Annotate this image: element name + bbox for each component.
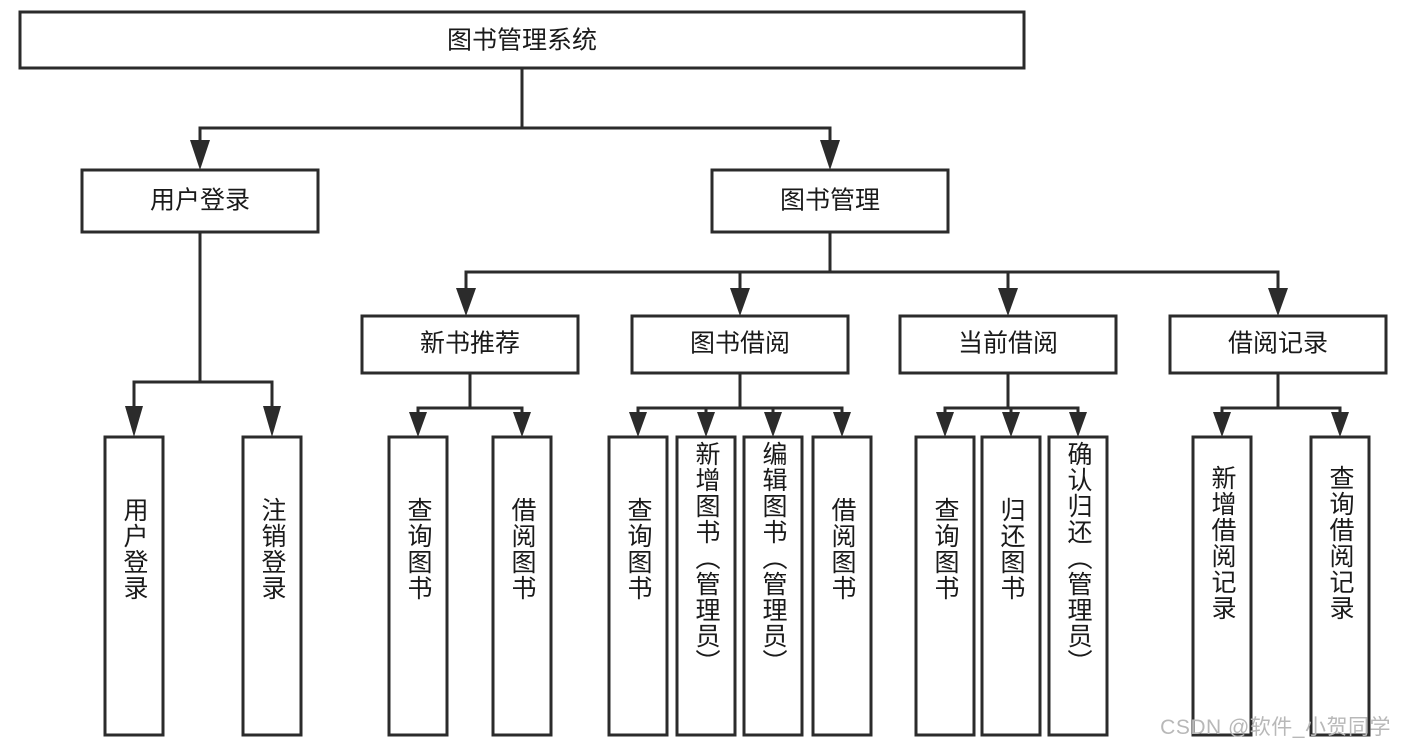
connector-group-new-book-to-leaves xyxy=(409,371,531,437)
connector-group-borrow-records-to-leaves xyxy=(1213,371,1349,437)
arrow-head-leaf-current-borrow-1 xyxy=(936,412,954,437)
leaf-label-book-borrow-1: 查询图书 xyxy=(624,497,652,601)
leaf-label-current-borrow-2: 归还图书 xyxy=(997,497,1025,601)
leaf-box-book-borrow-3[interactable] xyxy=(742,435,804,737)
node-book-borrow[interactable]: 图书借阅 xyxy=(630,314,850,375)
leaf-boxes-current-borrow xyxy=(914,435,1109,737)
arrow-head-leaf-book-borrow-3 xyxy=(764,412,782,437)
leaf-box-borrow-records-1[interactable] xyxy=(1191,435,1253,737)
node-root-box[interactable] xyxy=(18,10,1026,70)
arrow-head-leaf-current-borrow-2 xyxy=(1002,412,1020,437)
arrow-head-leaf-current-borrow-3 xyxy=(1069,412,1087,437)
leaf-box-borrow-records-2[interactable] xyxy=(1309,435,1371,737)
node-borrow-records-label: 借阅记录 xyxy=(1228,330,1328,358)
node-book-management-box[interactable] xyxy=(710,168,950,234)
leaf-box-current-borrow-1[interactable] xyxy=(914,435,976,737)
leaf-box-user-login-1[interactable] xyxy=(103,435,165,737)
leaf-boxes-book-borrow xyxy=(607,435,873,737)
node-new-book-recommend[interactable]: 新书推荐 xyxy=(360,314,580,375)
arrow-head-leaf-new-book-1 xyxy=(409,412,427,437)
leaf-boxes-borrow-records xyxy=(1191,435,1371,737)
arrow-head-leaf-book-borrow-2 xyxy=(697,412,715,437)
leaf-label-user-login-1: 用户登录 xyxy=(120,497,148,601)
node-root[interactable]: 图书管理系统 xyxy=(18,10,1026,70)
connector-group-user-login-to-leaves xyxy=(125,230,281,437)
leaf-label-user-login-1-wrap: 用户登录 xyxy=(105,437,163,735)
node-current-borrow[interactable]: 当前借阅 xyxy=(898,314,1118,375)
leaf-label-current-borrow-3-wrap: 确认归还（管理员） xyxy=(1049,437,1107,735)
leaf-boxes-user-login xyxy=(103,435,303,737)
leaf-label-borrow-records-2: 查询借阅记录 xyxy=(1326,465,1354,621)
arrow-head-leaf-book-borrow-1 xyxy=(629,412,647,437)
leaf-label-user-login-2-wrap: 注销登录 xyxy=(243,437,301,735)
leaf-label-book-borrow-3-wrap: 编辑图书（管理员） xyxy=(744,437,802,735)
leaf-label-book-borrow-4: 借阅图书 xyxy=(828,497,856,601)
node-user-login-box[interactable] xyxy=(80,168,320,234)
leaf-label-new-book-2-wrap: 借阅图书 xyxy=(493,437,551,735)
leaf-label-borrow-records-1: 新增借阅记录 xyxy=(1208,465,1236,621)
connector-group-root-to-level1 xyxy=(190,66,840,170)
node-new-book-recommend-box[interactable] xyxy=(360,314,580,375)
leaf-box-book-borrow-4[interactable] xyxy=(811,435,873,737)
leaf-label-new-book-2: 借阅图书 xyxy=(508,497,536,601)
connector-group-book-borrow-to-leaves xyxy=(629,371,851,437)
csdn-watermark: CSDN @软件_小贺同学 xyxy=(1160,716,1391,739)
node-user-login-label: 用户登录 xyxy=(150,187,250,215)
leaf-box-book-borrow-2[interactable] xyxy=(675,435,737,737)
leaf-label-current-borrow-1-wrap: 查询图书 xyxy=(916,437,974,735)
leaf-label-book-borrow-2: 新增图书（管理员） xyxy=(692,441,720,675)
leaf-label-book-borrow-4-wrap: 借阅图书 xyxy=(813,437,871,735)
node-book-borrow-label: 图书借阅 xyxy=(690,330,790,358)
leaf-boxes-new-book-recommend xyxy=(387,435,553,737)
connector-group-current-borrow-to-leaves xyxy=(936,371,1087,437)
leaf-label-borrow-records-1-wrap: 新增借阅记录 xyxy=(1193,437,1251,735)
arrow-head-leaf-new-book-2 xyxy=(513,412,531,437)
arrow-head-user-login xyxy=(190,140,210,170)
leaf-label-new-book-1-wrap: 查询图书 xyxy=(389,437,447,735)
arrow-head-current-borrow xyxy=(998,288,1018,316)
leaf-box-current-borrow-3[interactable] xyxy=(1047,435,1109,737)
leaf-label-new-book-1: 查询图书 xyxy=(404,497,432,601)
connector-group-book-mgmt-to-level2 xyxy=(456,230,1288,316)
node-book-management-label: 图书管理 xyxy=(780,187,880,215)
leaf-box-book-borrow-1[interactable] xyxy=(607,435,669,737)
arrow-head-book-mgmt xyxy=(820,140,840,170)
node-user-login[interactable]: 用户登录 xyxy=(80,168,320,234)
leaf-box-user-login-2[interactable] xyxy=(241,435,303,737)
leaf-label-current-borrow-2-wrap: 归还图书 xyxy=(982,437,1040,735)
leaf-label-book-borrow-2-wrap: 新增图书（管理员） xyxy=(677,437,735,735)
arrow-head-book-borrow xyxy=(730,288,750,316)
leaf-label-user-login-2: 注销登录 xyxy=(258,497,286,601)
node-borrow-records-box[interactable] xyxy=(1168,314,1388,375)
arrow-head-new-book-recommend xyxy=(456,288,476,316)
node-root-label: 图书管理系统 xyxy=(447,27,597,55)
arrow-head-leaf-borrow-records-2 xyxy=(1331,412,1349,437)
arrow-head-leaf-book-borrow-4 xyxy=(833,412,851,437)
node-current-borrow-label: 当前借阅 xyxy=(958,330,1058,358)
leaf-label-current-borrow-1: 查询图书 xyxy=(931,497,959,601)
node-borrow-records[interactable]: 借阅记录 xyxy=(1168,314,1388,375)
leaf-label-book-borrow-3: 编辑图书（管理员） xyxy=(759,441,787,675)
leaf-box-new-book-1[interactable] xyxy=(387,435,449,737)
arrow-head-leaf-borrow-records-1 xyxy=(1213,412,1231,437)
node-new-book-recommend-label: 新书推荐 xyxy=(420,330,520,358)
node-current-borrow-box[interactable] xyxy=(898,314,1118,375)
leaf-box-new-book-2[interactable] xyxy=(491,435,553,737)
leaf-label-book-borrow-1-wrap: 查询图书 xyxy=(609,437,667,735)
node-book-borrow-box[interactable] xyxy=(630,314,850,375)
leaf-label-current-borrow-3: 确认归还（管理员） xyxy=(1064,441,1092,675)
node-book-management[interactable]: 图书管理 xyxy=(710,168,950,234)
arrow-head-leaf-user-login-2 xyxy=(263,406,281,437)
leaf-label-borrow-records-2-wrap: 查询借阅记录 xyxy=(1311,437,1369,735)
arrow-head-leaf-user-login-1 xyxy=(125,406,143,437)
arrow-head-borrow-records xyxy=(1268,288,1288,316)
leaf-box-current-borrow-2[interactable] xyxy=(980,435,1042,737)
